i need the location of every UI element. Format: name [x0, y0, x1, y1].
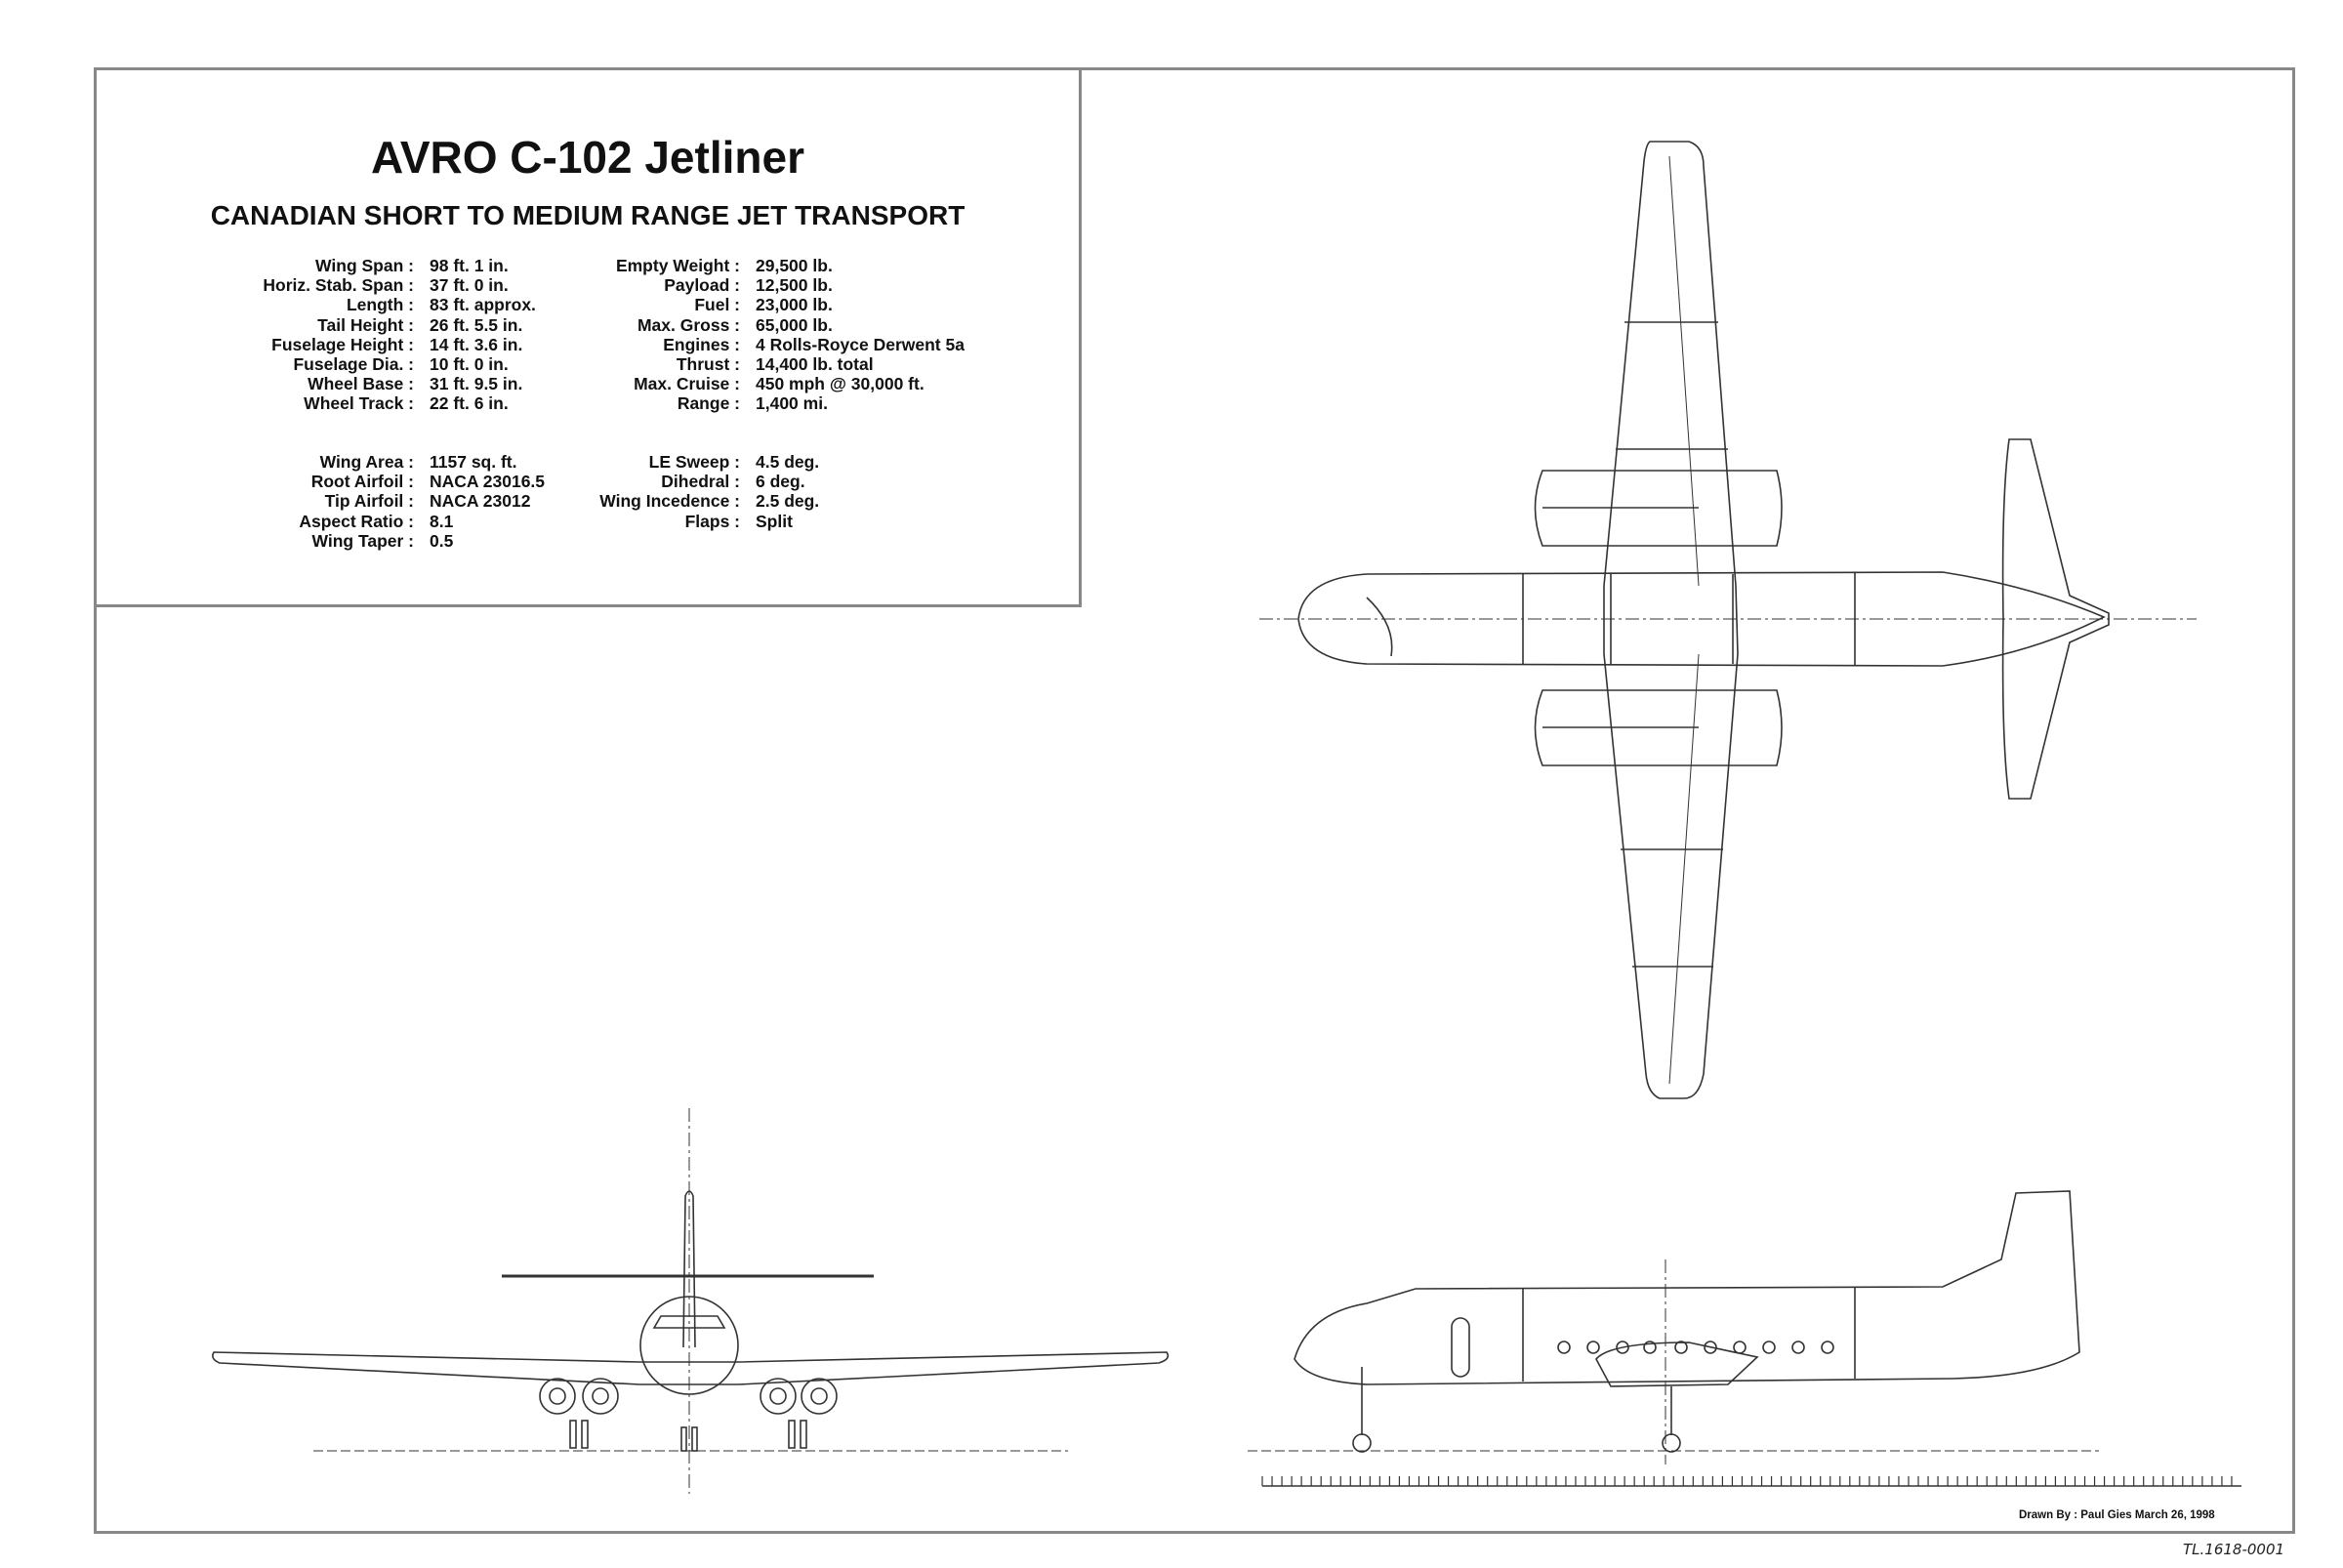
spec-value: 14,400 lb. total: [756, 354, 874, 375]
spec-row: Tail Height : 26 ft. 5.5 in.: [246, 315, 536, 335]
cabin-window: [1791, 1341, 1805, 1354]
spec-row: LE Sweep : 4.5 deg.: [545, 452, 820, 472]
spec-value: 6 deg.: [756, 472, 805, 492]
spec-label: Horiz. Stab. Span :: [263, 275, 414, 296]
spec-label: Fuselage Dia. :: [293, 354, 414, 375]
spec-value: 10 ft. 0 in.: [430, 354, 509, 375]
spec-row: Tip Airfoil : NACA 23012: [246, 491, 545, 511]
drawn-by-credit: Drawn By : Paul Gies March 26, 1998: [2019, 1509, 2215, 1521]
spec-label: Max. Cruise :: [634, 374, 740, 394]
spec-label: Length :: [346, 295, 414, 315]
spec-label: Tail Height :: [317, 314, 414, 335]
spec-row: Wing Span : 98 ft. 1 in.: [246, 256, 536, 275]
spec-value: 8.1: [430, 511, 454, 531]
spec-label: Wheel Track :: [304, 393, 414, 414]
spec-label: Thrust :: [676, 354, 740, 375]
spec-value: 4 Rolls-Royce Derwent 5a: [756, 334, 965, 354]
spec-value: 65,000 lb.: [756, 314, 833, 335]
spec-value: 31 ft. 9.5 in.: [430, 374, 523, 394]
cabin-window: [1821, 1341, 1834, 1354]
specs-aero: LE Sweep :4.5 deg.Dihedral :6 deg.Wing I…: [545, 452, 819, 531]
spec-label: Empty Weight :: [615, 256, 740, 275]
spec-value: Split: [756, 511, 793, 531]
spec-label: Wing Area :: [319, 452, 414, 472]
cabin-window: [1704, 1341, 1717, 1354]
spec-label: Wing Span :: [315, 256, 414, 275]
spec-row: Fuselage Dia. : 10 ft. 0 in.: [246, 354, 536, 374]
spec-row: Dihedral : 6 deg.: [545, 472, 819, 491]
spec-row: Max. Cruise : 450 mph @ 30,000 ft.: [545, 374, 965, 393]
cabin-window: [1586, 1341, 1600, 1354]
spec-value: 83 ft. approx.: [430, 295, 536, 315]
spec-row: Wing Taper : 0.5: [246, 531, 545, 551]
spec-value: 23,000 lb.: [756, 295, 833, 315]
cabin-window: [1643, 1341, 1657, 1354]
spec-value: NACA 23016.5: [430, 472, 546, 492]
spec-value: 26 ft. 5.5 in.: [430, 314, 523, 335]
spec-label: Fuel :: [694, 295, 740, 315]
spec-label: Wing Taper :: [311, 530, 414, 551]
specs-weights: Empty Weight : 29,500 lb. Payload : 12,500 …: [545, 256, 965, 414]
spec-label: Max. Gross :: [637, 314, 740, 335]
spec-label: Fuselage Height :: [271, 334, 414, 354]
spec-value: 1157 sq. ft.: [430, 452, 517, 472]
specs-wing: Wing Area : 1157 sq. ft. Root Airfoil : NAC…: [246, 452, 545, 551]
drawing-subtitle: CANADIAN SHORT TO MEDIUM RANGE JET TRANS…: [210, 200, 966, 230]
cabin-window: [1616, 1341, 1629, 1354]
spec-value: 22 ft. 6 in.: [430, 393, 509, 414]
spec-value: 29,500 lb.: [756, 256, 833, 275]
spec-row: Wing Incedence : 2.5 deg.: [545, 491, 819, 511]
spec-row: Empty Weight : 29,500 lb.: [545, 256, 965, 275]
spec-row: Aspect Ratio : 8.1: [246, 512, 545, 531]
spec-row: Fuselage Height : 14 ft. 3.6 in.: [246, 335, 536, 354]
spec-label: Wing Incedence :: [599, 491, 740, 512]
spec-row: Root Airfoil : NACA 23016.5: [246, 472, 545, 491]
spec-value: NACA 23012: [430, 491, 531, 512]
spec-value: 0.5: [430, 530, 454, 551]
spec-row: Length : 83 ft. approx.: [246, 295, 536, 314]
title-block: AVRO C-102 Jetliner CANADIAN SHORT TO ME…: [94, 67, 1082, 607]
cabin-window: [1733, 1341, 1747, 1354]
spec-label: Payload :: [664, 275, 740, 296]
cabin-window: [1557, 1341, 1571, 1354]
spec-row: Horiz. Stab. Span : 37 ft. 0 in.: [246, 275, 536, 295]
spec-label: Wheel Base :: [308, 374, 414, 394]
spec-row: Wheel Base : 31 ft. 9.5 in.: [246, 374, 536, 393]
spec-value: 450 mph @ 30,000 ft.: [756, 374, 925, 394]
spec-row: Wheel Track : 22 ft. 6 in.: [246, 393, 536, 413]
spec-row: Range : 1,400 mi.: [545, 393, 965, 413]
spec-row: Fuel : 23,000 lb.: [545, 295, 965, 314]
spec-label: Flaps :: [684, 511, 740, 531]
spec-label: Aspect Ratio :: [299, 511, 414, 531]
spec-value: 2.5 deg.: [756, 491, 820, 512]
spec-row: Wing Area : 1157 sq. ft.: [246, 452, 545, 472]
spec-row: Thrust : 14,400 lb. total: [545, 354, 965, 374]
spec-label: Root Airfoil :: [310, 472, 414, 492]
spec-label: Range :: [677, 393, 740, 414]
drawing-border: [94, 67, 2295, 1534]
spec-value: 12,500 lb.: [756, 275, 833, 296]
spec-value: 98 ft. 1 in.: [430, 256, 509, 275]
front-view: [212, 1108, 1170, 1494]
drawing-title: AVRO C-102 Jetliner: [371, 132, 804, 183]
spec-label: LE Sweep :: [648, 452, 740, 472]
spec-row: Engines : 4 Rolls-Royce Derwent 5a: [545, 335, 965, 354]
drawing-number: TL.1618-0001: [2183, 1541, 2285, 1558]
scale-ruler: [1261, 1476, 2241, 1487]
spec-value: 4.5 deg.: [756, 452, 820, 472]
top-view: [1259, 141, 2197, 1099]
side-view: [1248, 1190, 2099, 1465]
cabin-window: [1674, 1341, 1688, 1354]
spec-label: Engines :: [663, 334, 740, 354]
spec-label: Tip Airfoil :: [324, 491, 414, 512]
specs-dimensions: Wing Span :98 ft. 1 in.Horiz. Stab. Span…: [246, 256, 536, 414]
cabin-window: [1762, 1341, 1776, 1354]
spec-value: 14 ft. 3.6 in.: [430, 334, 523, 354]
spec-value: 1,400 mi.: [756, 393, 828, 414]
spec-row: Payload : 12,500 lb.: [545, 275, 965, 295]
spec-row: Max. Gross : 65,000 lb.: [545, 315, 965, 335]
spec-label: Dihedral :: [661, 472, 740, 492]
spec-value: 37 ft. 0 in.: [430, 275, 509, 296]
spec-row: Flaps : Split: [545, 512, 819, 531]
